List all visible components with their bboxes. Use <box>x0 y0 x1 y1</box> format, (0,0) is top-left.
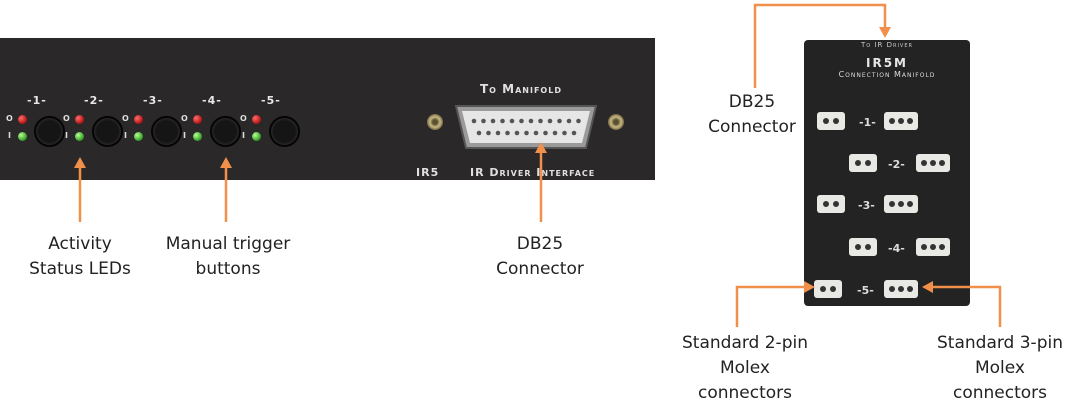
molex-2pin-connector <box>817 112 845 130</box>
channel-label: -3- <box>143 94 163 107</box>
label-activity-leds: Activity Status LEDs <box>29 234 131 279</box>
molex-2pin-connector <box>849 238 877 256</box>
connection-manifold: To IR Driver IR5M Connection Manifold -1… <box>804 40 970 306</box>
molex-2pin-connector <box>849 154 877 172</box>
db25-connector <box>454 105 598 149</box>
red-status-led <box>193 115 202 124</box>
led-on-mark: I <box>183 131 186 140</box>
model-label: IR5 <box>416 166 440 179</box>
label-db25-front: DB25 Connector <box>496 234 584 279</box>
led-on-mark: I <box>124 131 127 140</box>
green-activity-led <box>134 132 143 141</box>
trigger-button-4[interactable] <box>210 116 241 147</box>
trigger-button-5[interactable] <box>269 116 300 147</box>
molex-3pin-connector <box>916 238 950 256</box>
trigger-button-3[interactable] <box>151 116 182 147</box>
molex-2pin-connector <box>814 280 842 298</box>
label-db25-manifold: DB25 Connector <box>708 92 796 137</box>
channel-label: -5- <box>261 94 281 107</box>
red-status-led <box>252 115 261 124</box>
right-screw <box>608 114 624 130</box>
led-off-mark: O <box>6 114 13 123</box>
led-on-mark: I <box>242 131 245 140</box>
row-label: -1- <box>859 116 876 129</box>
red-status-led <box>75 115 84 124</box>
red-status-led <box>134 115 143 124</box>
row-label: -5- <box>857 284 874 297</box>
molex-3pin-connector <box>884 112 918 130</box>
row-label: -4- <box>888 242 905 255</box>
manifold-title: IR5M <box>866 56 908 70</box>
molex-3pin-connector <box>884 195 918 213</box>
row-label: -3- <box>858 199 875 212</box>
molex-3pin-connector <box>884 280 918 298</box>
green-activity-led <box>75 132 84 141</box>
led-off-mark: O <box>240 114 247 123</box>
channel-label: -2- <box>84 94 104 107</box>
molex-2pin-connector <box>817 195 845 213</box>
arrow-molex-2pin <box>735 285 807 327</box>
row-label: -2- <box>888 158 905 171</box>
green-activity-led <box>18 132 27 141</box>
led-off-mark: O <box>63 114 70 123</box>
led-off-mark: O <box>181 114 188 123</box>
left-screw <box>427 114 443 130</box>
front-panel: -1- O I -2- O I -3- O I -4- O I -5- O I <box>0 38 655 180</box>
manifold-top-label: To IR Driver <box>861 41 913 49</box>
channel-label: -1- <box>27 94 47 107</box>
label-trigger-buttons: Manual trigger buttons <box>165 234 291 279</box>
led-off-mark: O <box>122 114 129 123</box>
channel-label: -4- <box>202 94 222 107</box>
label-molex-3pin: Standard 3-pin Molex connectors <box>937 333 1063 403</box>
label-molex-2pin: Standard 2-pin Molex connectors <box>682 333 808 403</box>
green-activity-led <box>193 132 202 141</box>
led-on-mark: I <box>65 131 68 140</box>
trigger-button-2[interactable] <box>92 116 123 147</box>
arrow-molex-3pin <box>930 285 1002 327</box>
green-activity-led <box>252 132 261 141</box>
arrow-db25-manifold <box>753 3 887 88</box>
interface-label: IR Driver Interface <box>470 166 596 179</box>
molex-3pin-connector <box>916 154 950 172</box>
manifold-subtitle: Connection Manifold <box>838 70 936 79</box>
trigger-button-1[interactable] <box>34 116 65 147</box>
red-status-led <box>18 115 27 124</box>
led-on-mark: I <box>8 131 11 140</box>
db25-title: To Manifold <box>480 82 562 96</box>
